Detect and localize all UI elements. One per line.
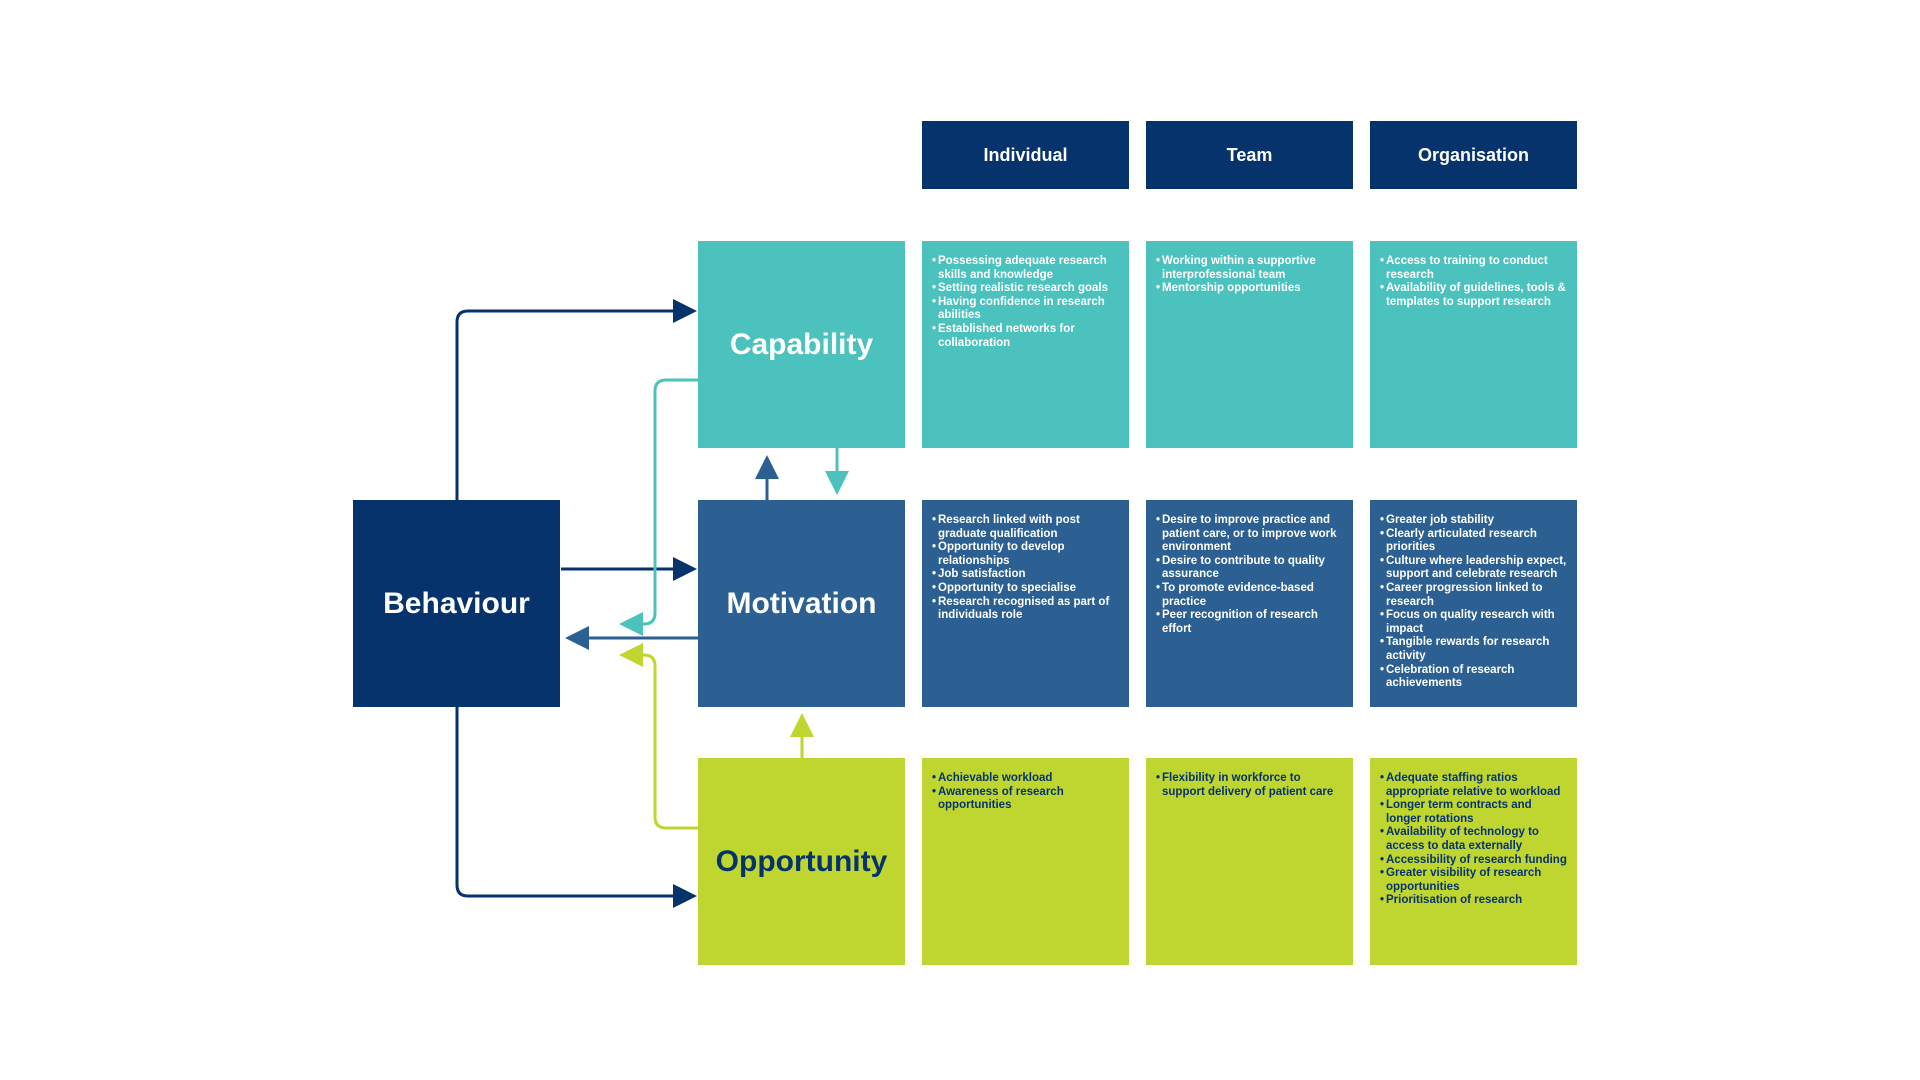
list-item: Availability of technology to access to … bbox=[1380, 826, 1567, 853]
bullet-list: Possessing adequate research skills and … bbox=[932, 255, 1119, 350]
column-header-organisation: Organisation bbox=[1370, 121, 1577, 189]
capability-label: Capability bbox=[729, 327, 874, 361]
list-item: Peer recognition of research effort bbox=[1156, 609, 1343, 636]
bullet-list: Desire to improve practice and patient c… bbox=[1156, 514, 1343, 636]
bullet-list: Working within a supportive interprofess… bbox=[1156, 255, 1343, 296]
list-item: Career progression linked to research bbox=[1380, 582, 1567, 609]
behaviour-label: Behaviour bbox=[383, 586, 530, 620]
list-item: To promote evidence-based practice bbox=[1156, 582, 1343, 609]
arrow-behaviour-to-opportunity bbox=[455, 707, 697, 908]
list-item: Working within a supportive interprofess… bbox=[1156, 255, 1343, 282]
cell-capability-organisation: Access to training to conduct research A… bbox=[1370, 241, 1577, 448]
cell-opportunity-individual: Achievable workload Awareness of researc… bbox=[922, 758, 1129, 965]
list-item: Clearly articulated research priorities bbox=[1380, 528, 1567, 555]
bullet-list: Flexibility in workforce to support deli… bbox=[1156, 772, 1343, 799]
list-item: Setting realistic research goals bbox=[932, 282, 1119, 296]
list-item: Having confidence in research abilities bbox=[932, 296, 1119, 323]
list-item: Mentorship opportunities bbox=[1156, 282, 1343, 296]
list-item: Availability of guidelines, tools & temp… bbox=[1380, 282, 1567, 309]
bullet-list: Greater job stability Clearly articulate… bbox=[1380, 514, 1567, 691]
bullet-list: Adequate staffing ratios appropriate rel… bbox=[1380, 772, 1567, 908]
list-item: Celebration of research achievements bbox=[1380, 664, 1567, 691]
capability-box: Capability bbox=[698, 241, 905, 448]
cell-capability-team: Working within a supportive interprofess… bbox=[1146, 241, 1353, 448]
cell-opportunity-organisation: Adequate staffing ratios appropriate rel… bbox=[1370, 758, 1577, 965]
list-item: Desire to improve practice and patient c… bbox=[1156, 514, 1343, 555]
cell-capability-individual: Possessing adequate research skills and … bbox=[922, 241, 1129, 448]
list-item: Achievable workload bbox=[932, 772, 1119, 786]
list-item: Greater job stability bbox=[1380, 514, 1567, 528]
cell-motivation-team: Desire to improve practice and patient c… bbox=[1146, 500, 1353, 707]
list-item: Flexibility in workforce to support deli… bbox=[1156, 772, 1343, 799]
opportunity-box: Opportunity bbox=[698, 758, 905, 965]
list-item: Adequate staffing ratios appropriate rel… bbox=[1380, 772, 1567, 799]
motivation-label: Motivation bbox=[726, 586, 877, 620]
list-item: Tangible rewards for research activity bbox=[1380, 636, 1567, 663]
arrow-capability-to-behaviour bbox=[619, 378, 698, 636]
list-item: Awareness of research opportunities bbox=[932, 786, 1119, 813]
list-item: Job satisfaction bbox=[932, 568, 1119, 582]
cell-motivation-individual: Research linked with post graduate quali… bbox=[922, 500, 1129, 707]
list-item: Established networks for collaboration bbox=[932, 323, 1119, 350]
list-item: Access to training to conduct research bbox=[1380, 255, 1567, 282]
list-item: Accessibility of research funding bbox=[1380, 854, 1567, 868]
list-item: Longer term contracts and longer rotatio… bbox=[1380, 799, 1567, 826]
bullet-list: Achievable workload Awareness of researc… bbox=[932, 772, 1119, 813]
cell-opportunity-team: Flexibility in workforce to support deli… bbox=[1146, 758, 1353, 965]
bullet-list: Access to training to conduct research A… bbox=[1380, 255, 1567, 309]
list-item: Prioritisation of research bbox=[1380, 894, 1567, 908]
column-header-team: Team bbox=[1146, 121, 1353, 189]
list-item: Greater visibility of research opportuni… bbox=[1380, 867, 1567, 894]
column-header-individual: Individual bbox=[922, 121, 1129, 189]
arrow-opportunity-to-behaviour bbox=[619, 643, 698, 830]
list-item: Research recognised as part of individua… bbox=[932, 596, 1119, 623]
arrow-behaviour-to-capability bbox=[455, 299, 697, 500]
list-item: Culture where leadership expect, support… bbox=[1380, 555, 1567, 582]
list-item: Research linked with post graduate quali… bbox=[932, 514, 1119, 541]
opportunity-label: Opportunity bbox=[715, 844, 888, 878]
list-item: Desire to contribute to quality assuranc… bbox=[1156, 555, 1343, 582]
list-item: Opportunity to develop relationships bbox=[932, 541, 1119, 568]
cell-motivation-organisation: Greater job stability Clearly articulate… bbox=[1370, 500, 1577, 707]
bullet-list: Research linked with post graduate quali… bbox=[932, 514, 1119, 623]
list-item: Focus on quality research with impact bbox=[1380, 609, 1567, 636]
behaviour-box: Behaviour bbox=[353, 500, 560, 707]
motivation-box: Motivation bbox=[698, 500, 905, 707]
list-item: Possessing adequate research skills and … bbox=[932, 255, 1119, 282]
list-item: Opportunity to specialise bbox=[932, 582, 1119, 596]
